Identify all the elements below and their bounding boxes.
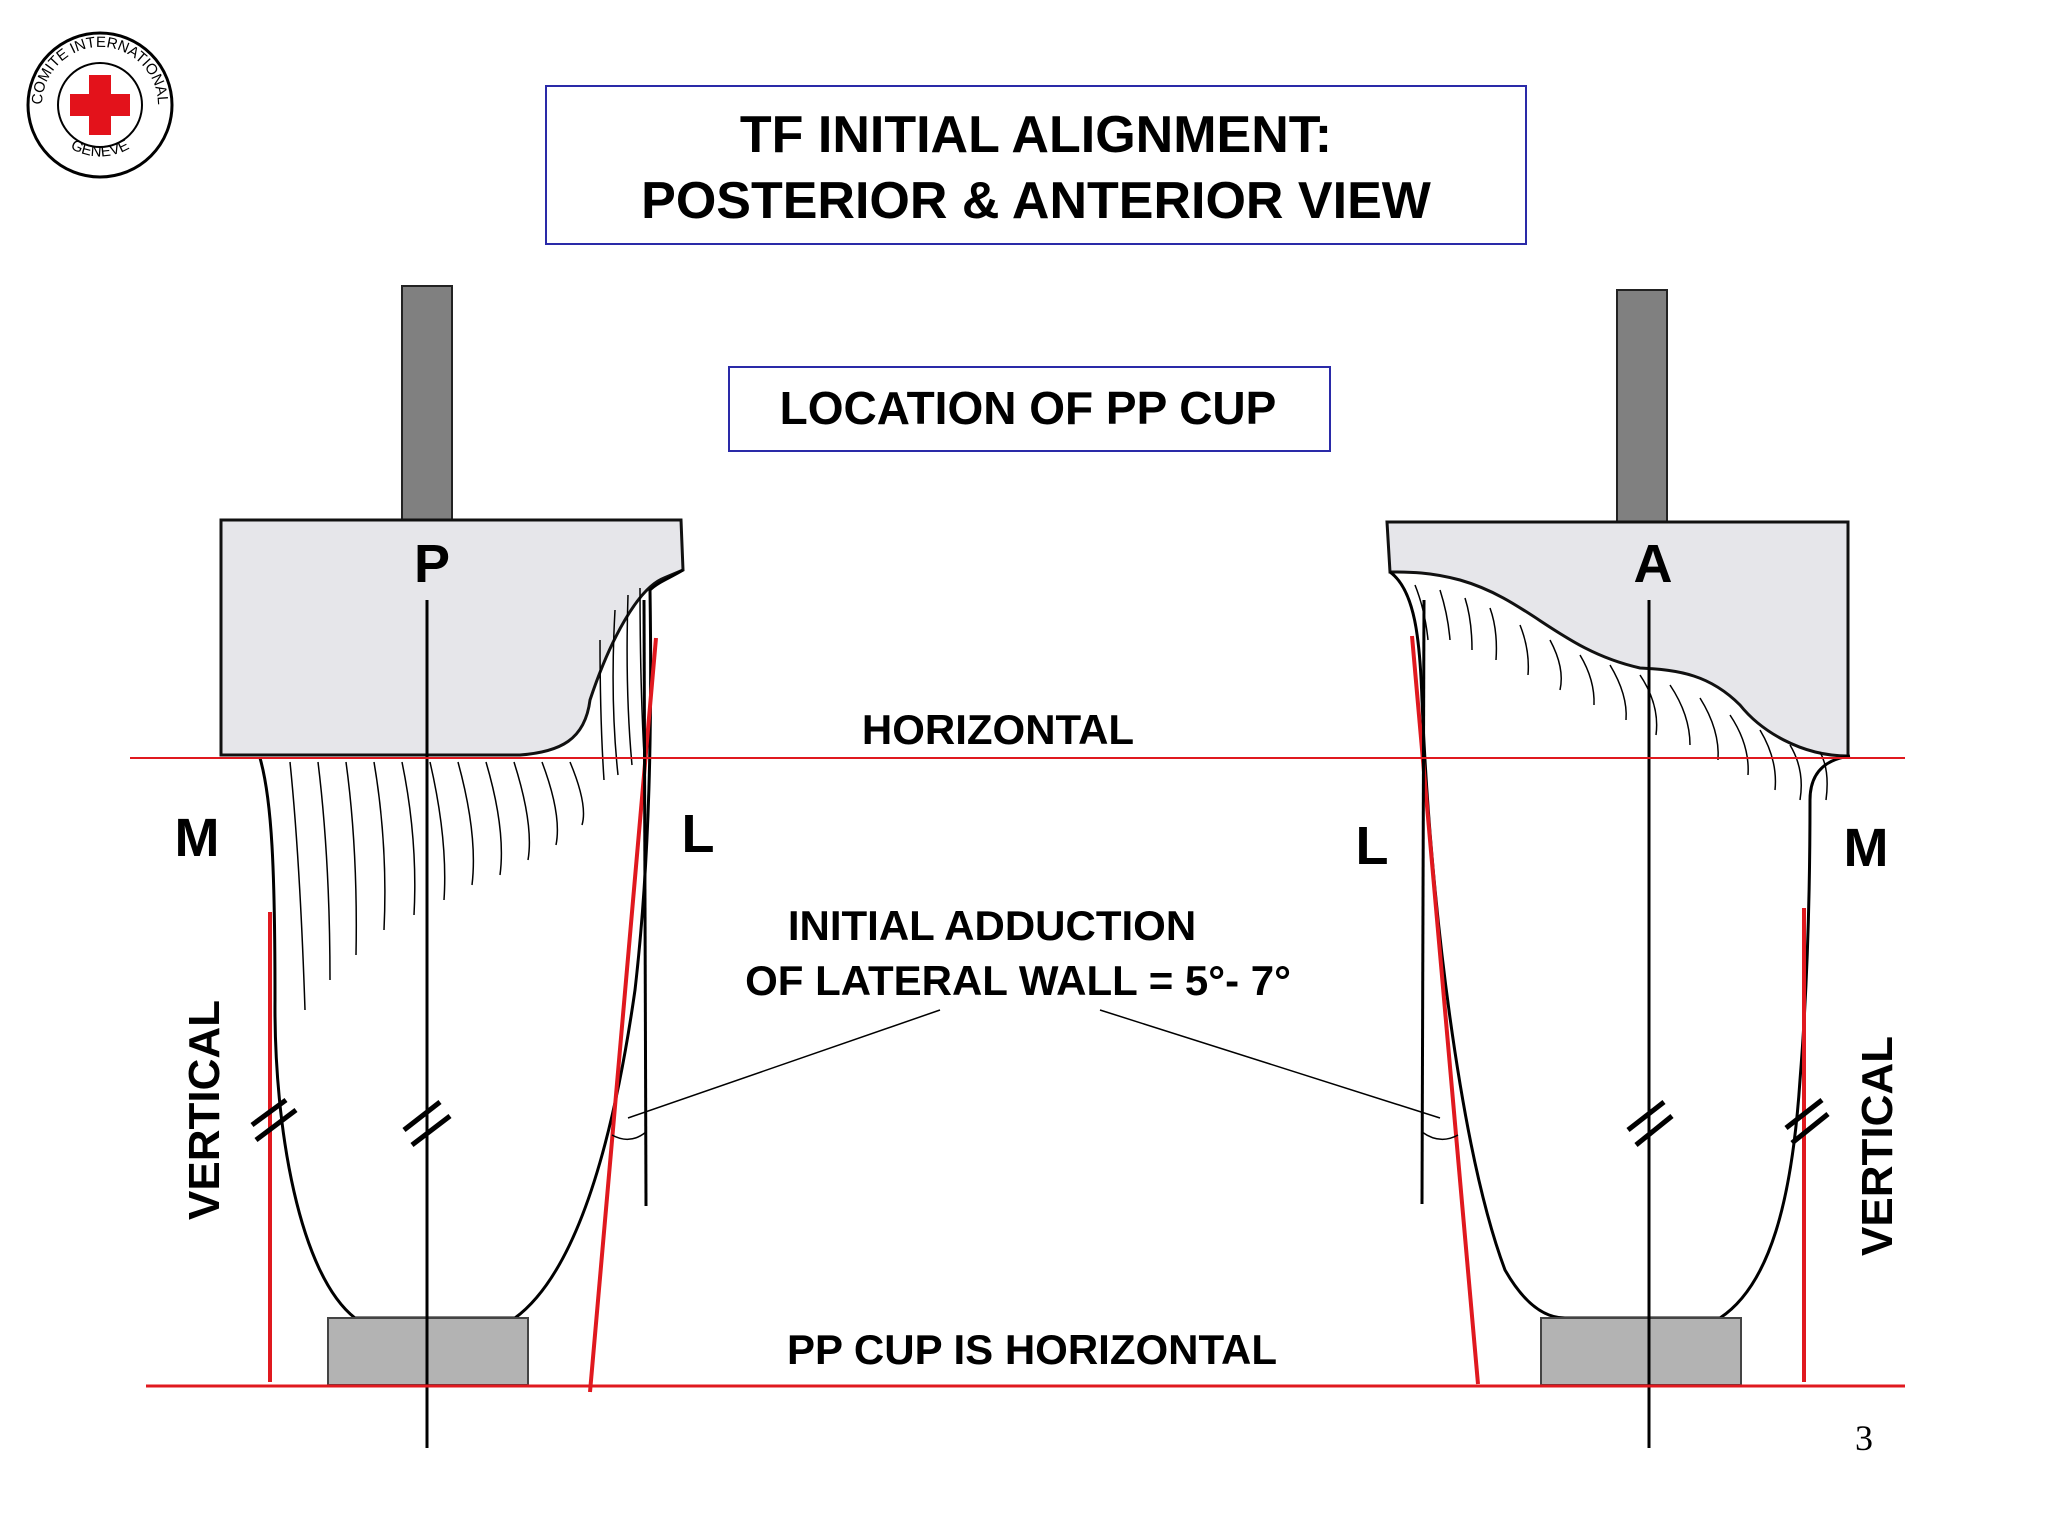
lateral-label-right: L xyxy=(1356,816,1389,876)
adduction-label-line-1: INITIAL ADDUCTION xyxy=(788,902,1196,949)
posterior-marker: P xyxy=(414,534,450,594)
vertical-label-right: VERTICAL xyxy=(1853,1036,1902,1256)
lateral-wall-line-left xyxy=(642,599,648,1207)
title-box xyxy=(545,85,1527,245)
vertical-label-left: VERTICAL xyxy=(180,1000,229,1220)
parallel-marks-left-medial xyxy=(250,1097,298,1142)
title-line-2: POSTERIOR & ANTERIOR VIEW xyxy=(641,172,1432,230)
medial-label-left: M xyxy=(175,808,220,868)
adduction-pointers xyxy=(611,1009,1459,1141)
title-line-1: TF INITIAL ALIGNMENT: xyxy=(740,106,1332,164)
hatching-left xyxy=(289,587,645,1011)
pp-cup-horizontal-label: PP CUP IS HORIZONTAL xyxy=(787,1326,1277,1373)
posterior-view xyxy=(219,285,685,1448)
anterior-view xyxy=(1385,289,1851,1448)
subtitle-box xyxy=(728,366,1331,452)
jig-right xyxy=(1385,520,1850,758)
pylon-left xyxy=(401,285,453,521)
pp-cup-right xyxy=(1540,1317,1742,1386)
page-number: 3 xyxy=(1855,1418,1873,1458)
red-cross-icon xyxy=(70,75,130,135)
parallel-marks-right-axis xyxy=(1626,1100,1674,1147)
medial-label-right: M xyxy=(1844,818,1889,878)
hatching-right xyxy=(1414,584,1828,801)
horizontal-label: HORIZONTAL xyxy=(862,706,1134,753)
subtitle-text: LOCATION OF PP CUP xyxy=(780,382,1277,434)
lateral-wall-line-right xyxy=(1420,599,1426,1205)
adduction-label-line-2: OF LATERAL WALL = 5°- 7° xyxy=(745,957,1291,1004)
parallel-marks-left-axis xyxy=(402,1100,452,1147)
icrc-logo: COMITE INTERNATIONAL GENEVE xyxy=(26,31,174,179)
lateral-label-left: L xyxy=(682,804,715,864)
parallel-marks-right-medial xyxy=(1784,1098,1830,1145)
pylon-right xyxy=(1616,289,1668,523)
anterior-marker: A xyxy=(1634,534,1673,594)
jig-left xyxy=(219,518,685,757)
